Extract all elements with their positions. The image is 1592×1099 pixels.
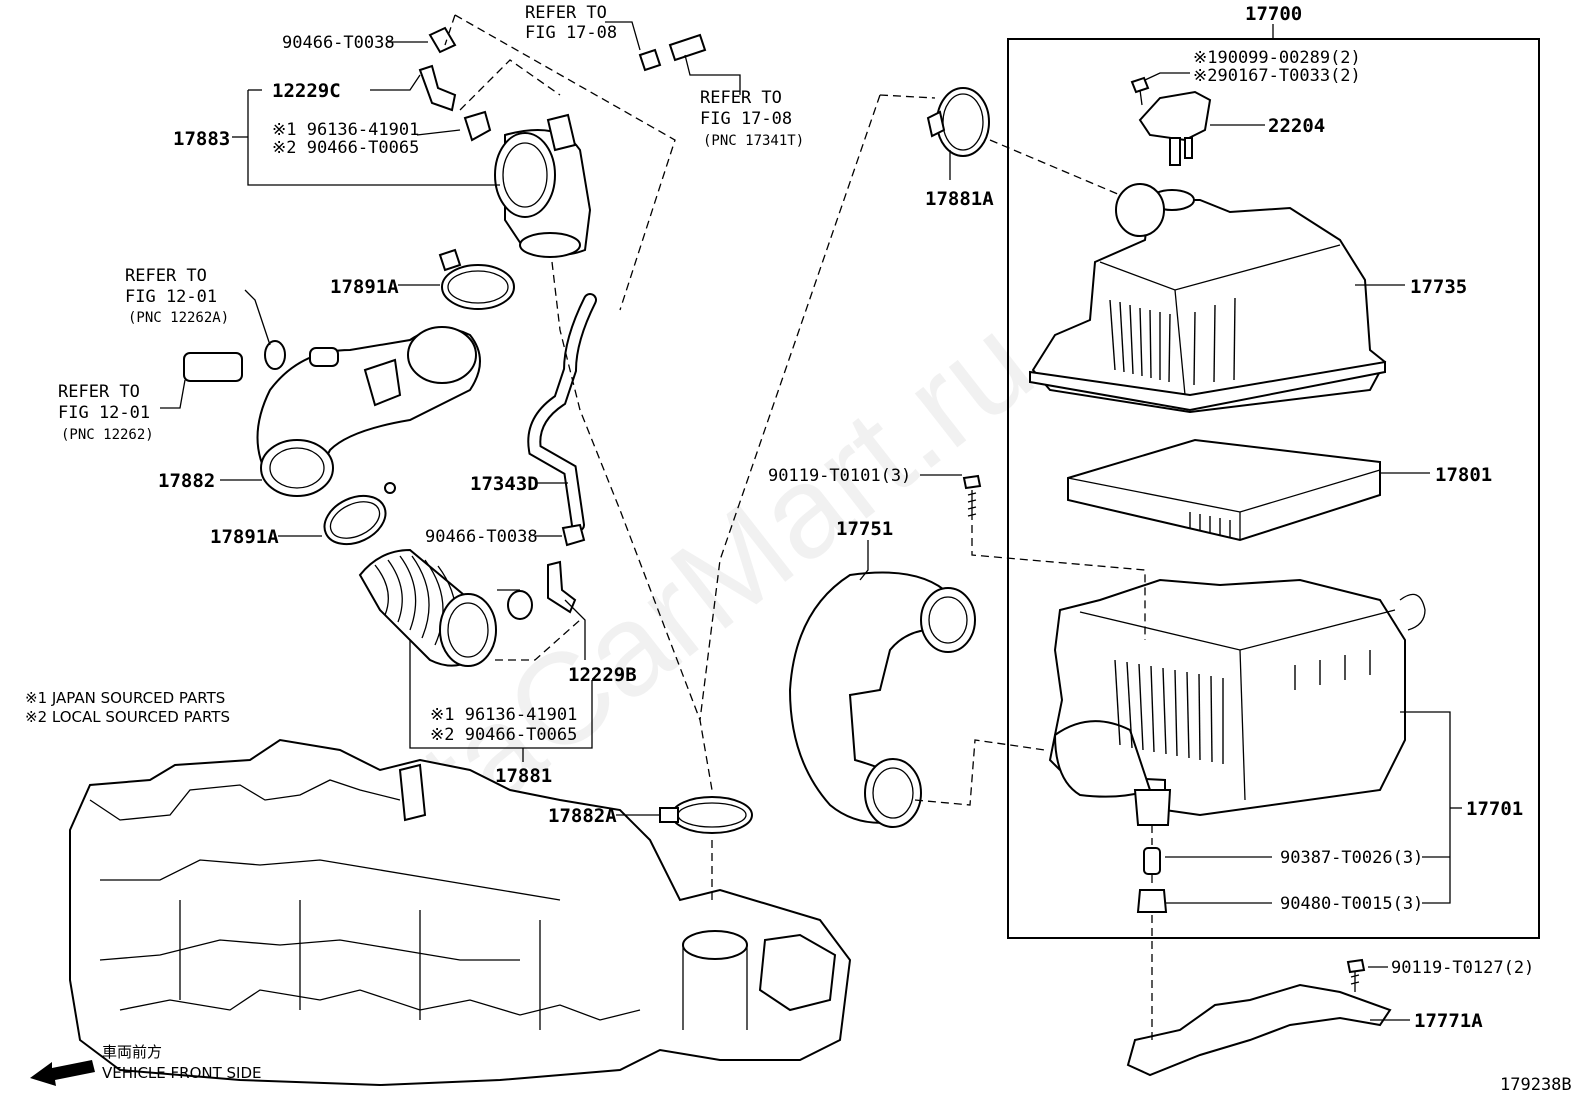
hose-clamp-17882a xyxy=(659,796,753,834)
hose-clamp-17891a-bottom xyxy=(323,482,396,546)
label-17891a-bottom: 17891A xyxy=(210,526,279,548)
label-17751: 17751 xyxy=(836,518,893,540)
intake-duct-17751 xyxy=(788,571,976,828)
label-ref-1201a-3: (PNC 12262A) xyxy=(128,310,229,326)
label-90480: 90480-T0015(3) xyxy=(1280,894,1423,914)
label-ref-pnc-1: REFER TO xyxy=(700,88,782,108)
union-12229b xyxy=(547,560,577,614)
label-17881-sub2: ※2 90466-T0065 xyxy=(430,725,577,745)
engine-manifold xyxy=(69,738,852,1087)
clip-90466-top xyxy=(428,26,457,54)
leader-lines xyxy=(160,21,1462,1021)
air-filter-element xyxy=(1067,438,1381,542)
clip-fig1201 xyxy=(264,340,286,370)
label-17735: 17735 xyxy=(1410,276,1467,298)
label-ref-pnc-3: (PNC 17341T) xyxy=(703,133,804,149)
clamp-17881 xyxy=(507,590,533,620)
label-ref-top-1: REFER TO xyxy=(525,3,607,23)
label-90119-t0127: 90119-T0127(2) xyxy=(1391,958,1534,978)
grommet-90387 xyxy=(1143,847,1161,875)
label-22204: 22204 xyxy=(1268,115,1325,137)
air-cleaner-case xyxy=(1048,578,1426,826)
dashed-connections xyxy=(444,14,1153,1040)
label-12229b: 12229B xyxy=(568,664,637,686)
label-17881a: 17881A xyxy=(925,188,994,210)
label-ref-pnc-2: FIG 17-08 xyxy=(700,109,792,129)
bolt-90119-t0101 xyxy=(962,474,982,520)
union-12229c xyxy=(418,64,457,112)
screw-22204 xyxy=(1130,76,1150,106)
corrugated-hose-17881 xyxy=(358,548,497,667)
label-90119-t0101: 90119-T0101(3) xyxy=(768,466,911,486)
label-17881-sub1: ※1 96136-41901 xyxy=(430,705,577,725)
air-cleaner-cap xyxy=(1029,183,1387,414)
diagram-code: 179238B xyxy=(1500,1075,1572,1095)
air-flow-sensor xyxy=(1138,90,1212,166)
label-90387: 90387-T0026(3) xyxy=(1280,848,1423,868)
label-ref-1201b-3: (PNC 12262) xyxy=(61,427,154,443)
label-17883: 17883 xyxy=(173,128,230,150)
label-12229c: 12229C xyxy=(272,80,341,102)
hose-fig1708 xyxy=(668,33,707,62)
bolt-90119-t0127 xyxy=(1346,958,1366,992)
footnote-2: ※2 LOCAL SOURCED PARTS xyxy=(25,708,230,726)
label-90466-t0038-mid: 90466-T0038 xyxy=(425,527,538,547)
label-ref-top-2: FIG 17-08 xyxy=(525,23,617,43)
footnote-1: ※1 JAPAN SOURCED PARTS xyxy=(25,689,225,707)
intake-hose-17882 xyxy=(256,326,481,497)
label-17801: 17801 xyxy=(1435,464,1492,486)
label-17882a: 17882A xyxy=(548,805,617,827)
label-290167: ※290167-T0033(2) xyxy=(1193,66,1361,86)
label-17883-sub2: ※2 90466-T0065 xyxy=(272,138,419,158)
vehicle-front-indicator: 車両前方 VEHICLE FRONT SIDE xyxy=(30,1043,262,1086)
labels: 90466-T0038 12229C 17883 ※1 96136-41901 … xyxy=(25,3,1572,1095)
label-17771a: 17771A xyxy=(1414,1010,1483,1032)
label-17891a-top: 17891A xyxy=(330,276,399,298)
label-ref-1201a-2: FIG 12-01 xyxy=(125,287,217,307)
label-17883-sub1: ※1 96136-41901 xyxy=(272,120,419,140)
label-17882: 17882 xyxy=(158,470,215,492)
pipe-fig1201 xyxy=(183,352,243,382)
label-17700: 17700 xyxy=(1245,3,1302,25)
label-17701: 17701 xyxy=(1466,798,1523,820)
label-17343d: 17343D xyxy=(470,473,539,495)
cushion-90480 xyxy=(1136,889,1168,913)
label-ref-1201b-1: REFER TO xyxy=(58,382,140,402)
hose-clamp-17891a-top xyxy=(438,248,515,310)
hose-clamp-17881a xyxy=(926,87,990,157)
label-90466-t0038-top: 90466-T0038 xyxy=(282,33,395,53)
clip-17883 xyxy=(463,110,492,142)
label-ref-1201b-2: FIG 12-01 xyxy=(58,403,150,423)
label-ref-1201a-1: REFER TO xyxy=(125,266,207,286)
label-17881: 17881 xyxy=(495,765,552,787)
vehicle-front-en: VEHICLE FRONT SIDE xyxy=(102,1064,262,1082)
label-190099: ※190099-00289(2) xyxy=(1193,48,1361,68)
bracket-17771a xyxy=(1126,983,1392,1077)
vehicle-front-jp: 車両前方 xyxy=(102,1043,162,1061)
throttle-body-17883 xyxy=(494,113,592,258)
front-arrow-icon xyxy=(30,1060,95,1086)
clip-90466-mid xyxy=(561,523,586,547)
connector-fig1708 xyxy=(638,48,662,72)
